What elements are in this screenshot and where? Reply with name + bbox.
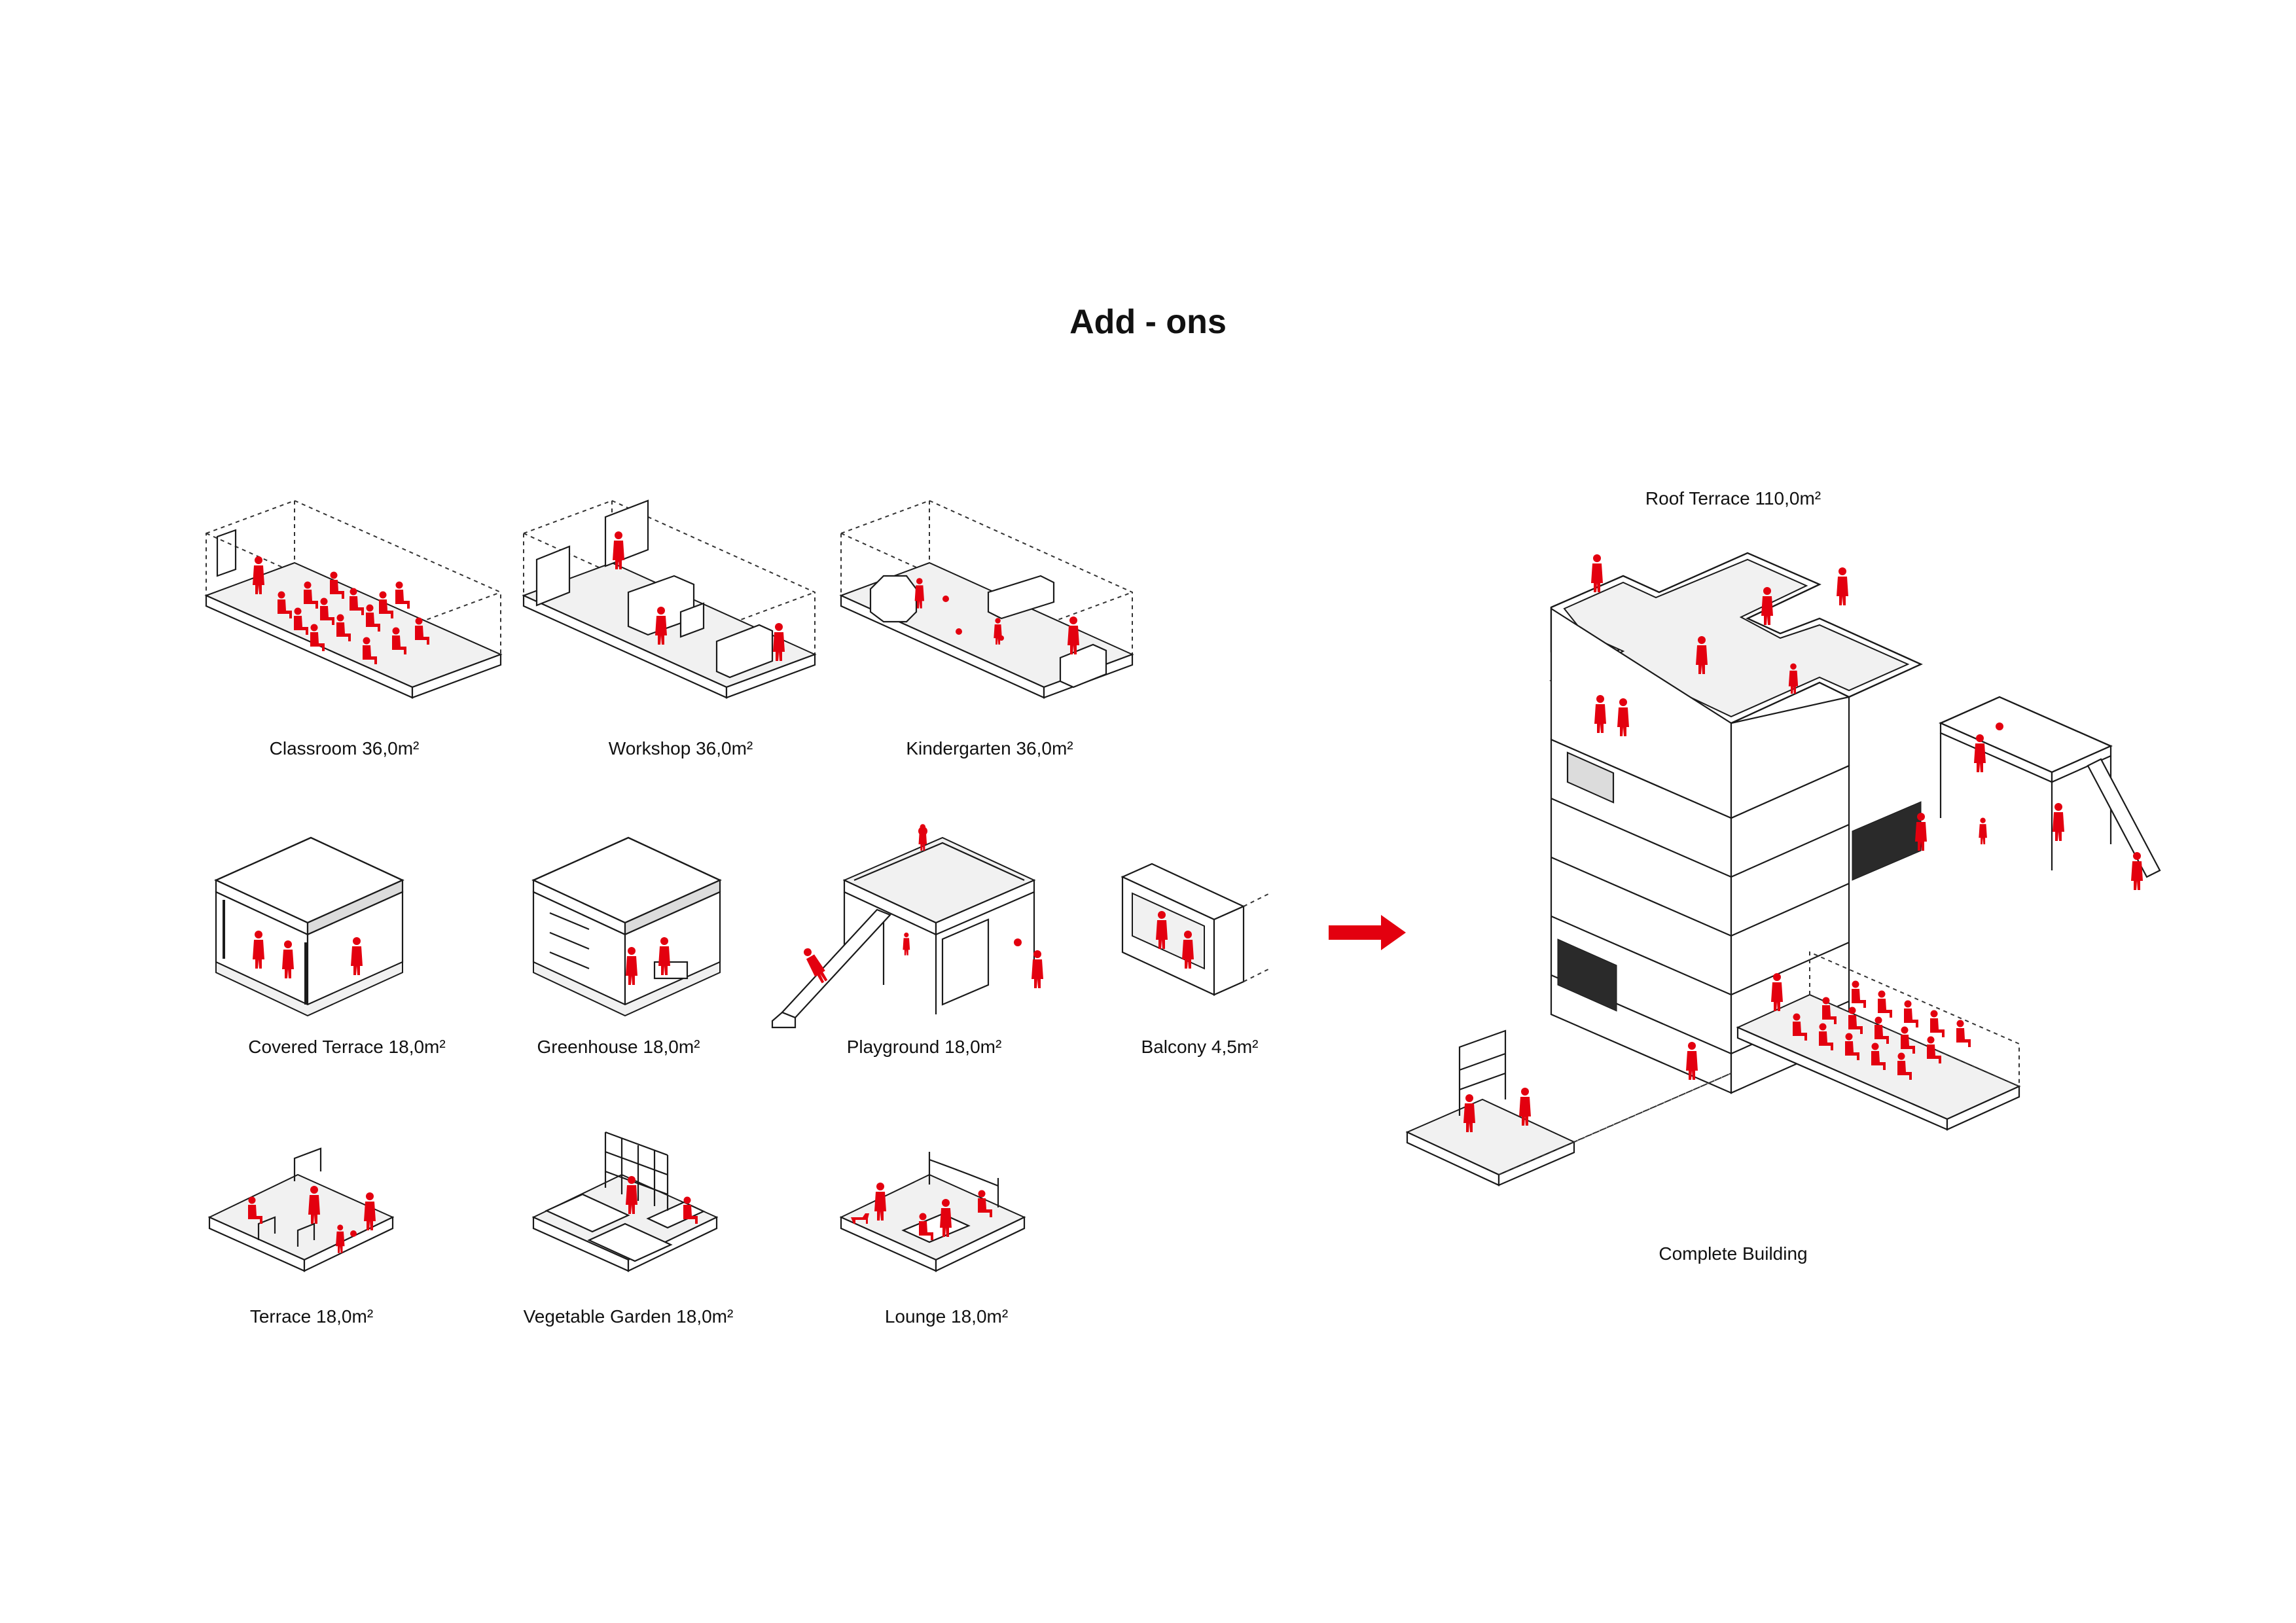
module-label-workshop: Workshop 36,0m² xyxy=(608,738,753,758)
classroom-drawing xyxy=(204,499,503,699)
arrow-right-icon xyxy=(1329,915,1406,950)
kindergarten-drawing xyxy=(839,499,1134,699)
module-label-covered-terrace: Covered Terrace 18,0m² xyxy=(248,1037,446,1057)
module-label-vegetable-garden: Vegetable Garden 18,0m² xyxy=(523,1306,734,1327)
complete-building-label: Complete Building xyxy=(1659,1243,1808,1264)
covered-terrace-drawing xyxy=(214,836,404,1017)
workshop-drawing xyxy=(522,499,817,699)
vegetable-garden-drawing xyxy=(531,1131,719,1272)
module-label-terrace: Terrace 18,0m² xyxy=(249,1306,374,1327)
roof-terrace-label: Roof Terrace 110,0m² xyxy=(1645,488,1821,508)
module-label-greenhouse: Greenhouse 18,0m² xyxy=(537,1037,700,1057)
module-label-lounge: Lounge 18,0m² xyxy=(884,1306,1009,1327)
terrace-drawing xyxy=(207,1147,395,1272)
greenhouse-drawing xyxy=(531,836,722,1017)
playground-drawing xyxy=(771,824,1043,1029)
module-label-kindergarten: Kindergarten 36,0m² xyxy=(906,738,1073,758)
module-label-balcony: Balcony 4,5m² xyxy=(1141,1037,1259,1057)
module-label-classroom: Classroom 36,0m² xyxy=(269,738,420,758)
page-title: Add - ons xyxy=(1069,303,1227,341)
complete-building-drawing xyxy=(1405,552,2161,1186)
module-label-playground: Playground 18,0m² xyxy=(846,1037,1002,1057)
lounge-drawing xyxy=(839,1152,1026,1272)
balcony-drawing xyxy=(1121,863,1270,996)
